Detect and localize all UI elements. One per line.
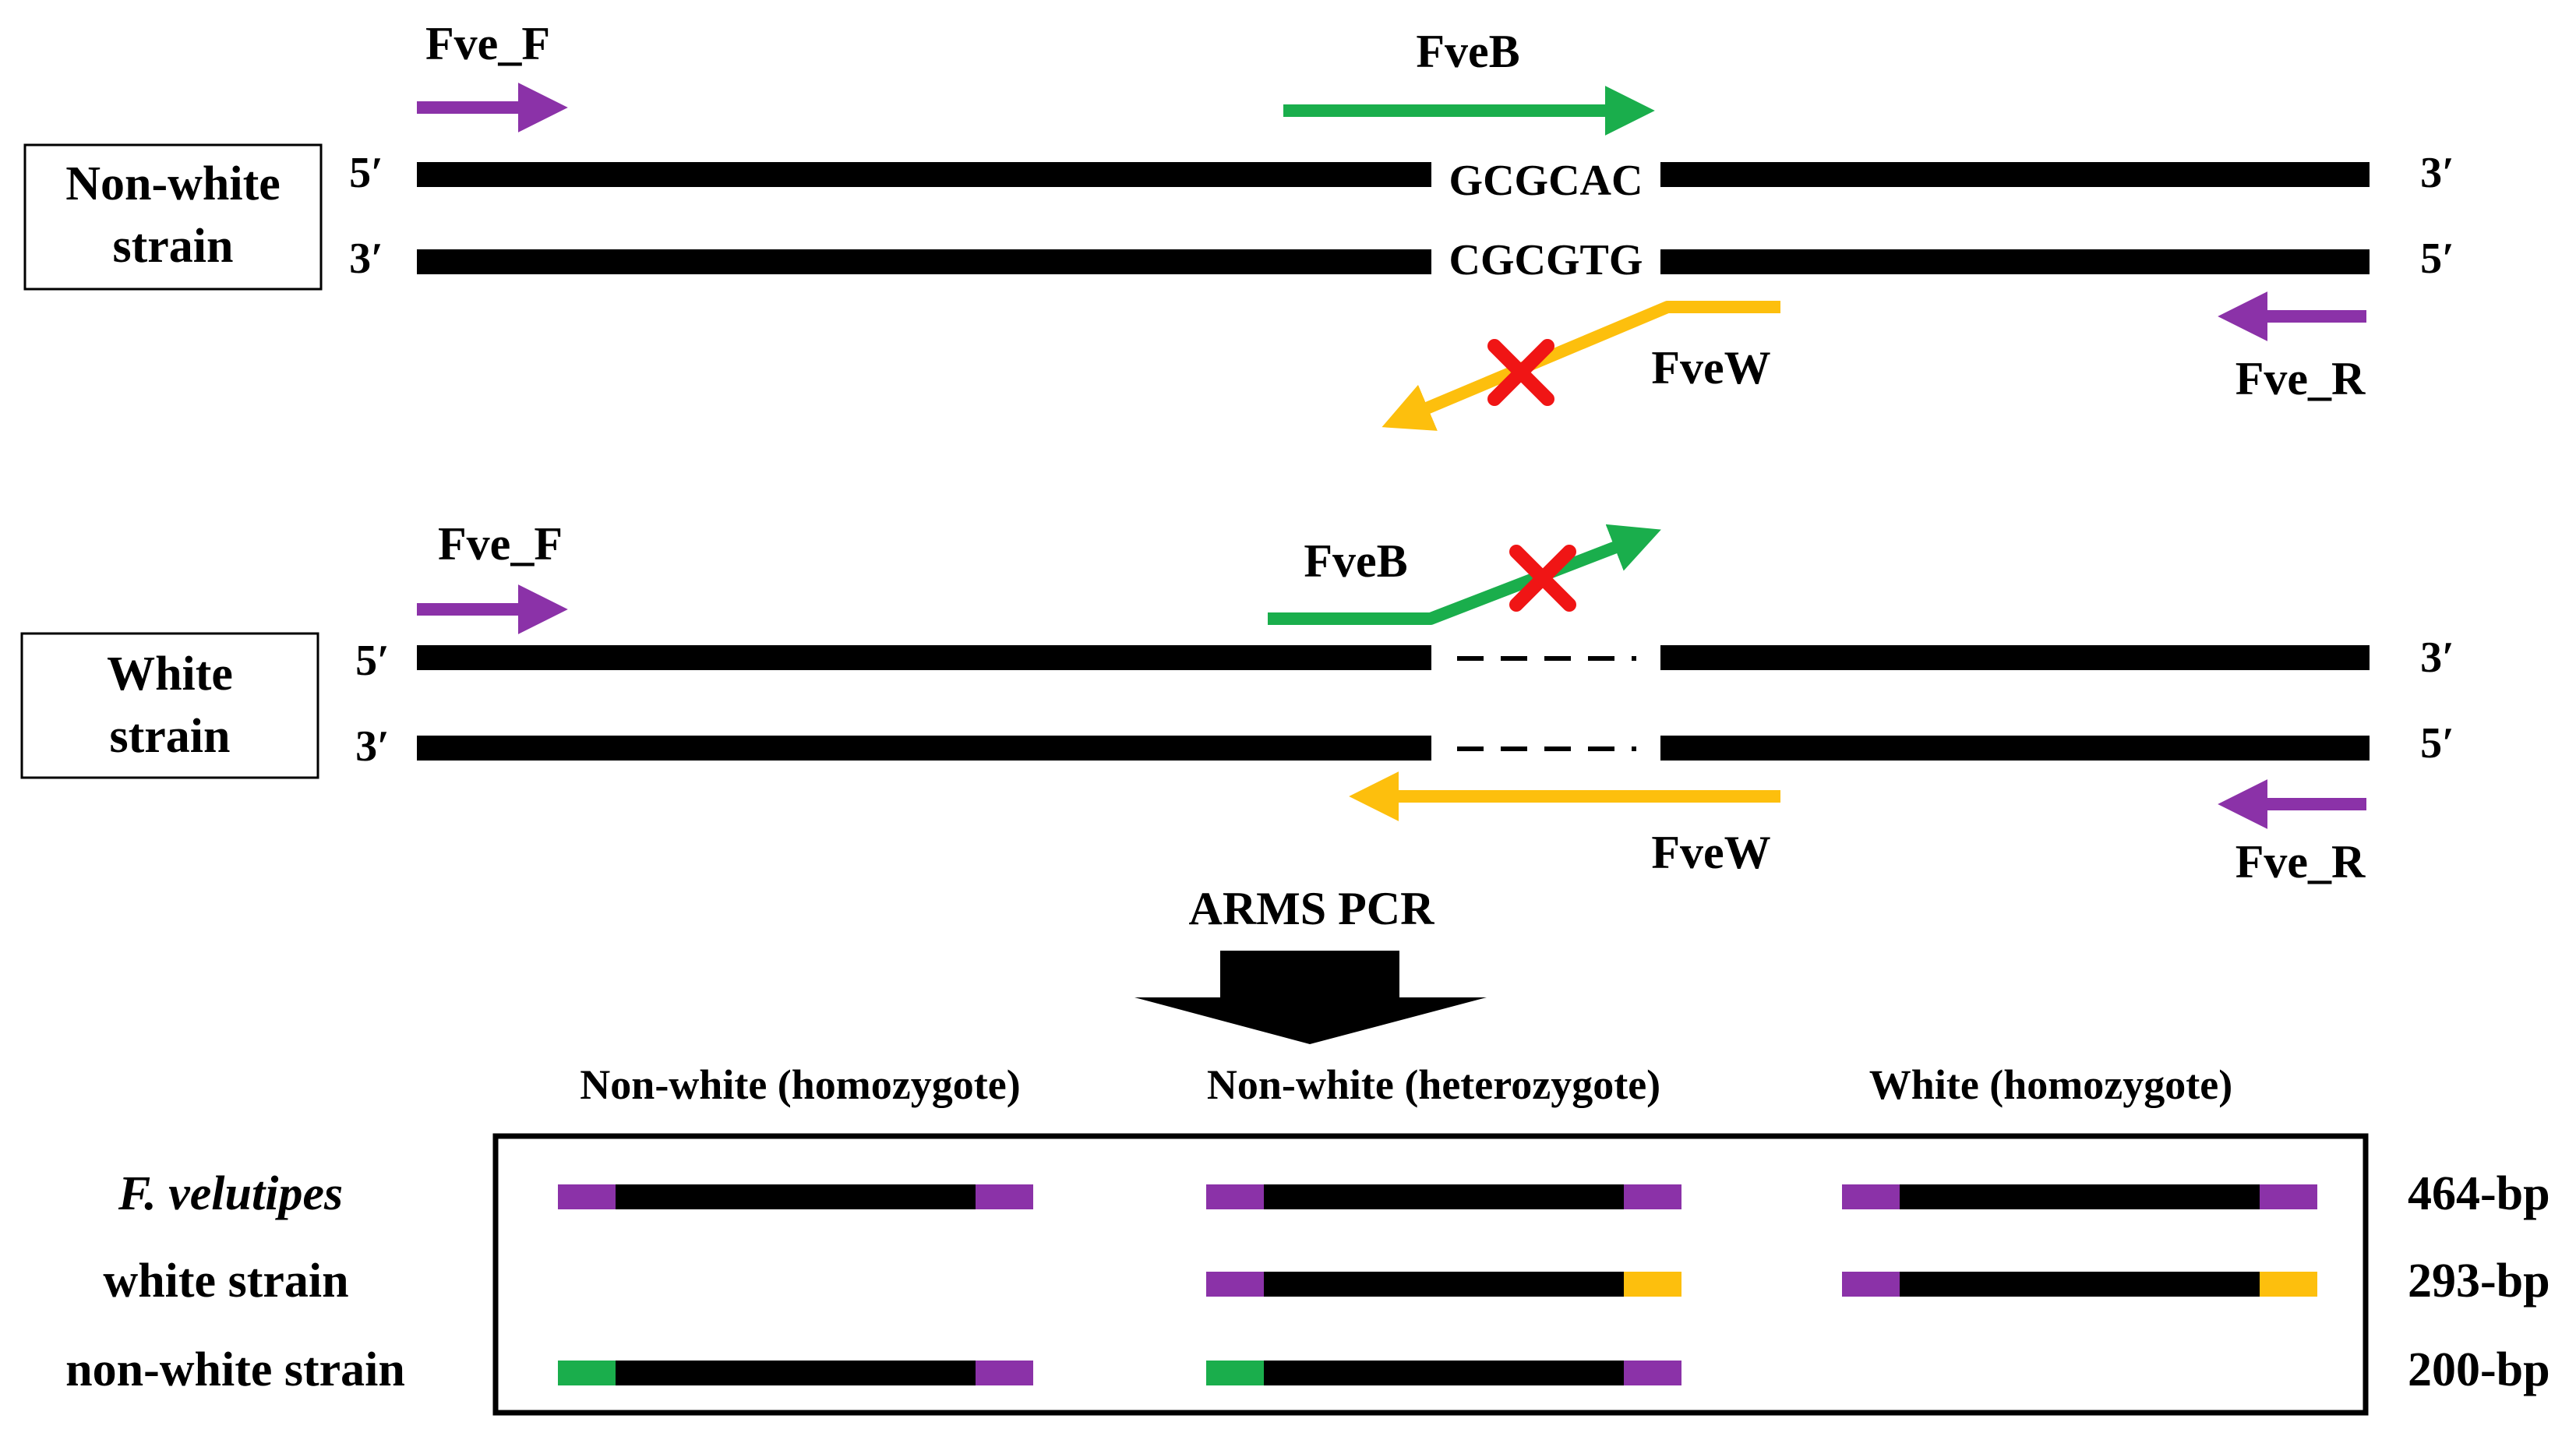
non-white-label-box xyxy=(23,143,323,291)
white-label-line2: strain xyxy=(110,710,231,763)
non-white-top-5prime: 5′ xyxy=(349,149,383,197)
pcr-band-body xyxy=(616,1184,976,1209)
result-row-size-1: 464-bp xyxy=(2408,1167,2550,1220)
non-white-bottom-strand-right xyxy=(1660,249,2370,274)
white-fveb-fail-icon xyxy=(1509,545,1576,612)
result-row-label-1: F. velutipes xyxy=(118,1167,343,1220)
pcr-band xyxy=(1206,1361,1681,1385)
pcr-band-body xyxy=(1900,1184,2260,1209)
white-fveb-arrow xyxy=(1268,524,1661,625)
non-white-label-line2: strain xyxy=(113,220,234,273)
non-white-bottom-strand-left xyxy=(417,249,1431,274)
white-bottom-strand-right xyxy=(1660,736,2370,761)
white-top-strand-right xyxy=(1660,645,2370,670)
pcr-band xyxy=(1842,1272,2317,1297)
white-fvew-label: FveW xyxy=(1651,827,1770,878)
pcr-band-right-primer xyxy=(1624,1361,1681,1385)
white-top-strand-left xyxy=(417,645,1431,670)
non-white-top-strand-right xyxy=(1660,162,2370,187)
result-column-header-1: Non-white (homozygote) xyxy=(580,1061,1020,1108)
white-top-5prime: 5′ xyxy=(355,637,390,685)
non-white-top-strand-left xyxy=(417,162,1431,187)
result-row-size-3: 200-bp xyxy=(2408,1343,2550,1396)
pcr-band xyxy=(1206,1184,1681,1209)
pcr-band-left-primer xyxy=(1842,1184,1900,1209)
pcr-band-right-primer xyxy=(1624,1272,1681,1297)
pcr-band-body xyxy=(1900,1272,2260,1297)
non-white-bottom-5prime: 5′ xyxy=(2420,235,2454,283)
pcr-band-left-primer xyxy=(1206,1272,1264,1297)
white-label-line1: White xyxy=(107,648,233,701)
non-white-fveb-label: FveB xyxy=(1416,26,1519,77)
result-column-header-3: White (homozygote) xyxy=(1869,1061,2232,1108)
pcr-band-body xyxy=(1264,1272,1624,1297)
pcr-band-body xyxy=(616,1361,976,1385)
method-label: ARMS PCR xyxy=(1189,883,1435,934)
non-white-panel: Non-white strain 5′ 3′ 3′ 5′ GCGCAC CGCG… xyxy=(23,18,2454,431)
white-bottom-5prime: 5′ xyxy=(2420,719,2454,768)
result-row-size-2: 293-bp xyxy=(2408,1255,2550,1308)
pcr-band xyxy=(558,1184,1033,1209)
white-top-3prime: 3′ xyxy=(2420,634,2454,682)
down-arrow-icon xyxy=(1134,951,1487,1044)
pcr-band-left-primer xyxy=(1206,1361,1264,1385)
result-panel: Non-white (homozygote) Non-white (hetero… xyxy=(65,1061,2550,1416)
non-white-fvew-fail-icon xyxy=(1487,339,1554,406)
non-white-fvew-label: FveW xyxy=(1651,342,1770,394)
pcr-band-right-primer xyxy=(976,1184,1033,1209)
pcr-band-body xyxy=(1264,1361,1624,1385)
non-white-bottom-3prime: 3′ xyxy=(349,235,383,283)
pcr-band-left-primer xyxy=(1842,1272,1900,1297)
white-fve-r-label: Fve_R xyxy=(2235,836,2366,888)
result-row-label-2: white strain xyxy=(103,1255,348,1308)
pcr-band xyxy=(1206,1272,1681,1297)
result-bands xyxy=(558,1184,2317,1385)
pcr-band xyxy=(1842,1184,2317,1209)
result-frame xyxy=(492,1133,2369,1416)
pcr-band-right-primer xyxy=(976,1361,1033,1385)
pcr-band-right-primer xyxy=(1624,1184,1681,1209)
pcr-band-left-primer xyxy=(558,1361,616,1385)
pcr-band-body xyxy=(1264,1184,1624,1209)
white-fve-f-label: Fve_F xyxy=(438,518,563,570)
pcr-band xyxy=(558,1361,1033,1385)
non-white-seq-bottom: CGCGTG xyxy=(1449,236,1643,284)
non-white-seq-top: GCGCAC xyxy=(1449,157,1643,205)
white-bottom-strand-left xyxy=(417,736,1431,761)
non-white-fve-f-label: Fve_F xyxy=(425,18,550,69)
non-white-fve-r-label: Fve_R xyxy=(2235,353,2366,404)
result-column-header-2: Non-white (heterozygote) xyxy=(1207,1061,1660,1108)
white-label-box xyxy=(20,632,319,779)
white-bottom-3prime: 3′ xyxy=(355,722,390,771)
non-white-fvew-arrow xyxy=(1382,301,1780,431)
pcr-band-right-primer xyxy=(2260,1272,2317,1297)
non-white-top-3prime: 3′ xyxy=(2420,149,2454,197)
non-white-label-line1: Non-white xyxy=(65,157,281,210)
white-panel: White strain 5′ 3′ 3′ 5′ Fve_F FveB FveW… xyxy=(20,518,2454,888)
pcr-band-left-primer xyxy=(558,1184,616,1209)
white-fveb-label: FveB xyxy=(1304,535,1407,587)
pcr-band-right-primer xyxy=(2260,1184,2317,1209)
result-row-label-3: non-white strain xyxy=(65,1343,405,1396)
pcr-band-left-primer xyxy=(1206,1184,1264,1209)
